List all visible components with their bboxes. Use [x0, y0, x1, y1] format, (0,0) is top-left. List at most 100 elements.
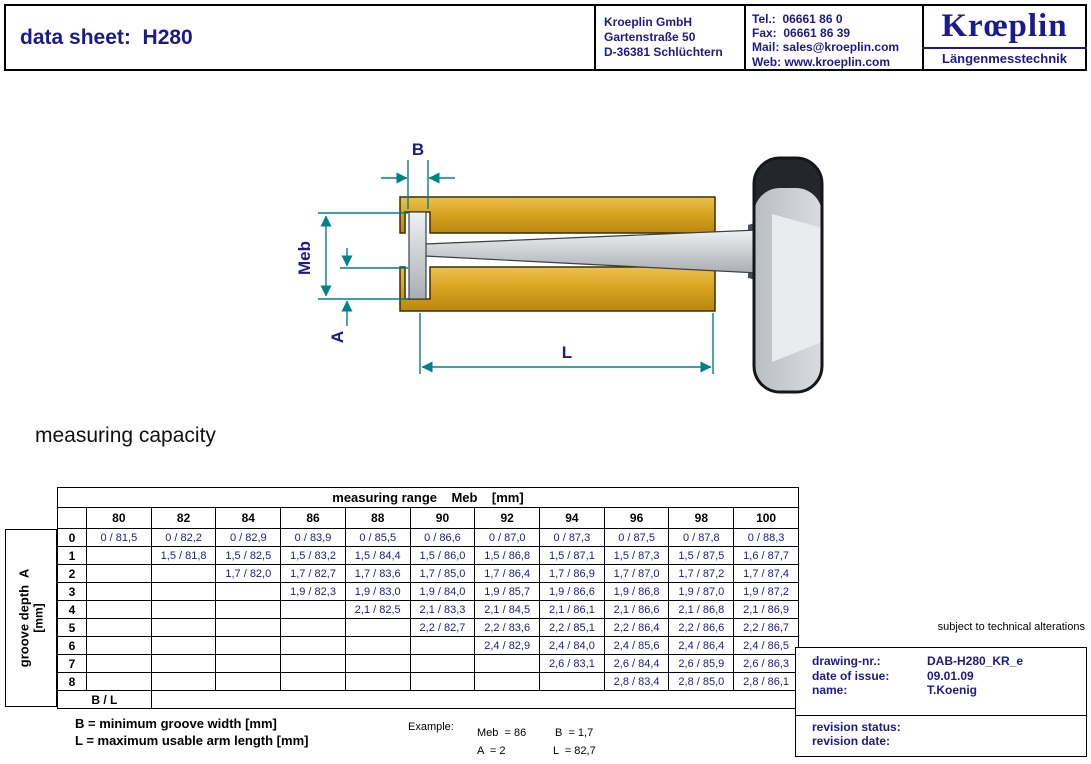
logo-divider: [922, 47, 1087, 49]
dimension-a-label: A: [328, 331, 347, 343]
value-cell: 2,1 / 86,1: [539, 600, 605, 619]
column-header: 96: [603, 507, 670, 529]
dimension-b-lines: [381, 160, 455, 209]
value-cell: [86, 582, 152, 601]
value-cell: 1,7 / 86,9: [539, 564, 605, 583]
value-cell: [86, 600, 152, 619]
value-cell: [150, 636, 217, 655]
value-cell: 2,1 / 83,3: [409, 600, 476, 619]
column-header: 86: [280, 507, 346, 529]
alterations-note: subject to technical alterations: [937, 621, 1085, 633]
value-cell: 0 / 87,8: [668, 528, 735, 547]
value-cell: 2,4 / 85,6: [603, 636, 670, 655]
value-cell: [150, 672, 217, 691]
value-cell: 2,1 / 86,8: [668, 600, 735, 619]
info-row-name: name: T.Koenig: [796, 683, 1086, 698]
column-header: 100: [733, 507, 799, 529]
dimension-l-lines: [419, 313, 714, 374]
info-value: [927, 734, 1086, 749]
page-title: data sheet: H280: [20, 26, 193, 49]
row-label: 8: [57, 672, 87, 691]
row-label: 5: [57, 618, 87, 637]
value-cell: [215, 636, 282, 655]
value-cell: [280, 600, 346, 619]
value-cell: [409, 636, 476, 655]
row-label: 4: [57, 600, 87, 619]
workpiece-lower-section: [399, 266, 716, 312]
row-axis-unit: [mm]: [31, 603, 46, 633]
value-cell: 2,4 / 86,4: [668, 636, 735, 655]
info-divider: [796, 714, 1086, 716]
value-cell: [86, 654, 152, 673]
value-cell: 1,9 / 84,0: [409, 582, 476, 601]
value-cell: [409, 654, 476, 673]
column-header: 84: [215, 507, 282, 529]
info-label: name:: [812, 683, 848, 697]
column-header: 92: [474, 507, 541, 529]
example-a: A = 2: [477, 745, 506, 757]
column-header: 90: [409, 507, 476, 529]
value-cell: 2,2 / 86,4: [603, 618, 670, 637]
row-label-bl: B / L: [57, 690, 152, 709]
drawing-info-box: drawing-nr.: DAB-H280_KR_e date of issue…: [795, 647, 1087, 757]
value-cell: 2,6 / 84,4: [603, 654, 670, 673]
column-header: 88: [344, 507, 411, 529]
company-street: Gartenstraße 50: [604, 30, 696, 44]
company-logo: Krœplin Längenmesstechnik: [922, 6, 1087, 69]
value-cell: [150, 600, 217, 619]
legend-b-definition: B = minimum groove width [mm]: [75, 716, 277, 731]
info-value: [927, 720, 1086, 735]
contact-tel: Tel.: 06661 86 0: [752, 12, 843, 26]
value-cell: 0 / 83,9: [280, 528, 346, 547]
value-cell: 2,2 / 82,7: [409, 618, 476, 637]
value-cell: 1,5 / 86,0: [409, 546, 476, 565]
value-cell: [280, 636, 346, 655]
value-cell: 2,2 / 85,1: [539, 618, 605, 637]
row-label: 1: [57, 546, 87, 565]
table-row: B / L: [57, 690, 799, 709]
info-value: 09.01.09: [927, 668, 974, 683]
value-cell: 1,5 / 87,5: [668, 546, 735, 565]
row-axis-rotated-text: groove depth A [mm]: [17, 529, 46, 707]
row-label: 7: [57, 654, 87, 673]
value-cell: [86, 618, 152, 637]
company-address: Kroeplin GmbH Gartenstraße 50 D-36381 Sc…: [604, 15, 723, 60]
capacity-table-area: groove depth A [mm] measuring range Meb …: [5, 487, 800, 711]
value-cell: [215, 582, 282, 601]
value-cell: 1,5 / 87,3: [603, 546, 670, 565]
value-cell: 0 / 87,3: [539, 528, 605, 547]
value-cell: 1,7 / 87,2: [668, 564, 735, 583]
value-cell: 1,9 / 83,0: [344, 582, 411, 601]
value-cell: 2,2 / 83,6: [474, 618, 541, 637]
value-cell: [539, 672, 605, 691]
row-axis-label: groove depth A: [16, 568, 32, 668]
value-cell: [150, 564, 217, 583]
info-row-revision-status: revision status:: [796, 720, 1086, 735]
value-cell: 0 / 82,9: [215, 528, 282, 547]
value-cell: 1,5 / 86,8: [474, 546, 541, 565]
value-cell: [150, 582, 217, 601]
header-divider: [922, 6, 924, 69]
corner-cell: [57, 507, 87, 529]
value-cell: 2,2 / 86,6: [668, 618, 735, 637]
company-name: Kroeplin GmbH: [604, 15, 693, 29]
row-label: 6: [57, 636, 87, 655]
info-row-drawing-nr: drawing-nr.: DAB-H280_KR_e: [796, 654, 1086, 669]
company-city: D-36381 Schlüchtern: [604, 45, 723, 59]
value-cell: 2,2 / 86,7: [733, 618, 799, 637]
value-cell: 2,1 / 86,6: [603, 600, 670, 619]
value-cell: 1,6 / 87,7: [733, 546, 799, 565]
value-cell: [215, 618, 282, 637]
table-title-row: measuring range Meb [mm]: [57, 487, 799, 508]
value-cell: 1,5 / 87,1: [539, 546, 605, 565]
column-header: 98: [668, 507, 735, 529]
value-cell: 2,8 / 85,0: [668, 672, 735, 691]
value-cell: [280, 618, 346, 637]
